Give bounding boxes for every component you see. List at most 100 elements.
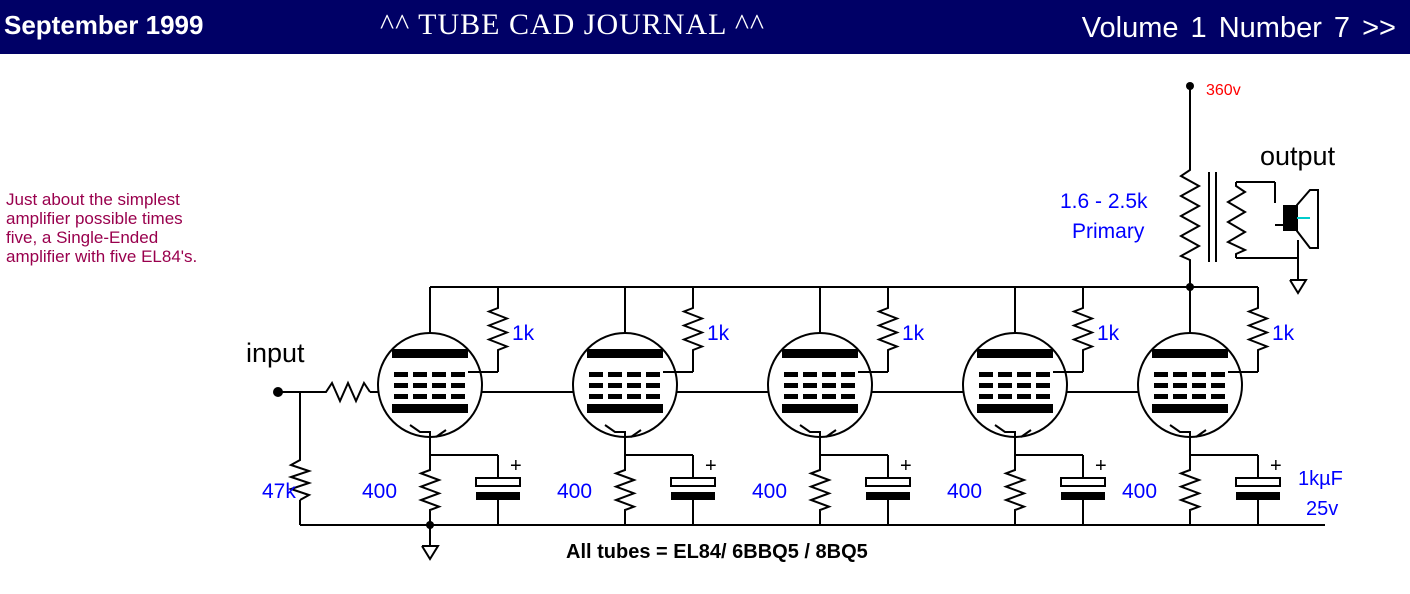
tube-plate [1152, 349, 1228, 358]
tube-grid [803, 383, 817, 388]
tube-grid [1154, 383, 1168, 388]
screen-resistor [1246, 303, 1270, 355]
tube-grid [589, 372, 603, 377]
tube-grid [432, 383, 446, 388]
tube-grid [822, 372, 836, 377]
tube-grid [1036, 394, 1050, 399]
cathode-resistor-label: 400 [1122, 480, 1157, 503]
tube-grid [841, 394, 855, 399]
bypass-cap-plate [1235, 477, 1281, 487]
tube-grid [1017, 383, 1031, 388]
tube-grid [451, 372, 465, 377]
tube-grid [1192, 372, 1206, 377]
tube-grid [394, 372, 408, 377]
cathode-resistor-label: 400 [947, 480, 982, 503]
tube-heater [435, 429, 447, 438]
tube-electrode [782, 404, 858, 413]
tube-grid [627, 372, 641, 377]
cathode-resistor [1003, 465, 1027, 515]
tube-grid [998, 383, 1012, 388]
input-label: input [246, 338, 305, 368]
bypass-cap-plate [671, 492, 715, 500]
tube-grid [1211, 372, 1225, 377]
tube-grid [822, 394, 836, 399]
tube-heater [1195, 429, 1207, 438]
tube-grid [413, 372, 427, 377]
cathode-resistor-label: 400 [752, 480, 787, 503]
tube-electrode [1152, 404, 1228, 413]
tube-grid [589, 383, 603, 388]
tube-grid [1017, 394, 1031, 399]
bypass-cap-plate [670, 477, 716, 487]
schematic-wires [278, 86, 1325, 526]
tube-grid [841, 372, 855, 377]
tube-envelope [1137, 332, 1243, 438]
tube-heater [825, 429, 837, 438]
output-label: output [1260, 141, 1336, 171]
tube-grid [803, 394, 817, 399]
tube-grid [646, 372, 660, 377]
tube-heater [1020, 429, 1032, 438]
tube-grid [822, 383, 836, 388]
bypass-cap-plate [1060, 477, 1106, 487]
header-bar: September 1999 ^^ TUBE CAD JOURNAL ^^ Vo… [0, 0, 1410, 54]
tube-grid [451, 394, 465, 399]
grid-resistor [287, 455, 313, 501]
tube-envelope [767, 332, 873, 438]
tube-envelope [962, 332, 1068, 438]
cathode-resistor-label: 400 [362, 480, 397, 503]
tube-heater [630, 429, 642, 438]
tube-grid [979, 383, 993, 388]
tube-grid [1192, 394, 1206, 399]
cap-polarity-mark: + [1095, 455, 1107, 477]
tube-grid [1154, 372, 1168, 377]
tube-grid [1173, 372, 1187, 377]
tube-grid [979, 372, 993, 377]
tube-grid [608, 394, 622, 399]
screen-resistor [681, 303, 705, 355]
cap-polarity-mark: + [510, 455, 522, 477]
bypass-cap-plate [475, 477, 521, 487]
screen-resistor-label: 1k [1272, 322, 1295, 345]
primary-label: Primary [1072, 220, 1145, 243]
grid-resistor-label: 47k [262, 480, 296, 503]
screen-resistor-label: 1k [707, 322, 730, 345]
cathode-resistor [613, 465, 637, 515]
tube-grid [627, 383, 641, 388]
tube-grid [413, 394, 427, 399]
cathode-resistor [808, 465, 832, 515]
tube-grid [1154, 394, 1168, 399]
tube-grid [784, 372, 798, 377]
plate-node [1186, 283, 1194, 291]
supply-node [1186, 82, 1194, 90]
tube-note: All tubes = EL84/ 6BBQ5 / 8BQ5 [566, 541, 868, 563]
tube-grid [1036, 372, 1050, 377]
tube-grid [998, 394, 1012, 399]
tube-grid [589, 394, 603, 399]
tube-grid [394, 394, 408, 399]
tube-plate [587, 349, 663, 358]
input-node [273, 387, 283, 397]
tube-cathode [409, 424, 431, 465]
cathode-resistor [1178, 465, 1202, 515]
tube-grid [1211, 394, 1225, 399]
next-issue-link[interactable]: Volume 1 Number 7 >> [1081, 12, 1396, 44]
tube-cathode [994, 424, 1016, 465]
output-transformer [1178, 165, 1248, 265]
tube-grid [1192, 383, 1206, 388]
tube-grid [646, 394, 660, 399]
tube-electrode [977, 404, 1053, 413]
tube-grid [1017, 372, 1031, 377]
output-ground-icon [1289, 279, 1308, 295]
grid-stopper-resistor [320, 380, 371, 404]
description-text: Just about the simplest amplifier possib… [6, 190, 198, 266]
ground-icon [421, 525, 440, 561]
cap-voltage-label: 25v [1306, 498, 1338, 520]
tube-grid [803, 372, 817, 377]
tube-plate [392, 349, 468, 358]
bypass-cap-plate [866, 492, 910, 500]
